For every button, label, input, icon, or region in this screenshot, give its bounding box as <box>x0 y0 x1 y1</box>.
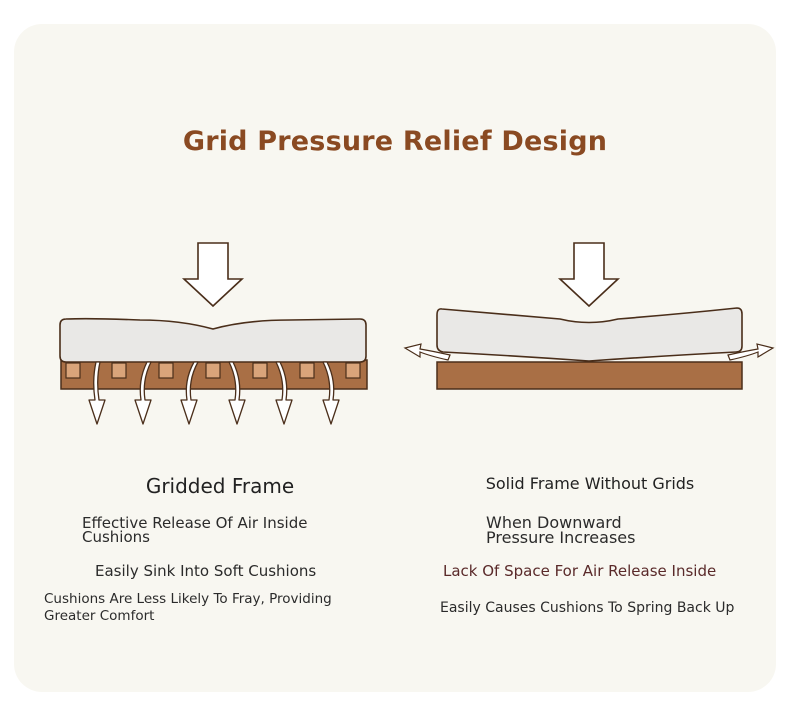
solid-frame-base <box>436 361 743 390</box>
cushion-left <box>59 317 367 363</box>
side-arrow-left-icon <box>403 343 451 361</box>
grid-blocks <box>65 362 361 379</box>
solid-point-3: Easily Causes Cushions To Spring Back Up <box>440 600 735 616</box>
down-arrow-icon <box>557 242 621 308</box>
down-arrow-icon <box>181 242 245 308</box>
gridded-frame-heading: Gridded Frame <box>145 474 295 498</box>
gridded-point-1: Effective Release Of Air Inside Cushions <box>82 514 308 546</box>
gridded-frame-illustration <box>59 242 368 425</box>
gridded-point-2: Easily Sink Into Soft Cushions <box>95 562 317 580</box>
solid-frame-illustration <box>403 242 775 390</box>
solid-frame-heading: Solid Frame Without Grids <box>485 474 695 493</box>
side-arrow-right-icon <box>727 343 775 361</box>
solid-point-1: When Downward Pressure Increases <box>486 513 636 547</box>
gridded-point-3: Cushions Are Less Likely To Fray, Provid… <box>44 591 332 624</box>
air-release-arrows <box>88 361 340 425</box>
page-title: Grid Pressure Relief Design <box>182 126 608 157</box>
solid-point-2: Lack Of Space For Air Release Inside <box>443 562 717 580</box>
cushion-right <box>436 307 743 362</box>
